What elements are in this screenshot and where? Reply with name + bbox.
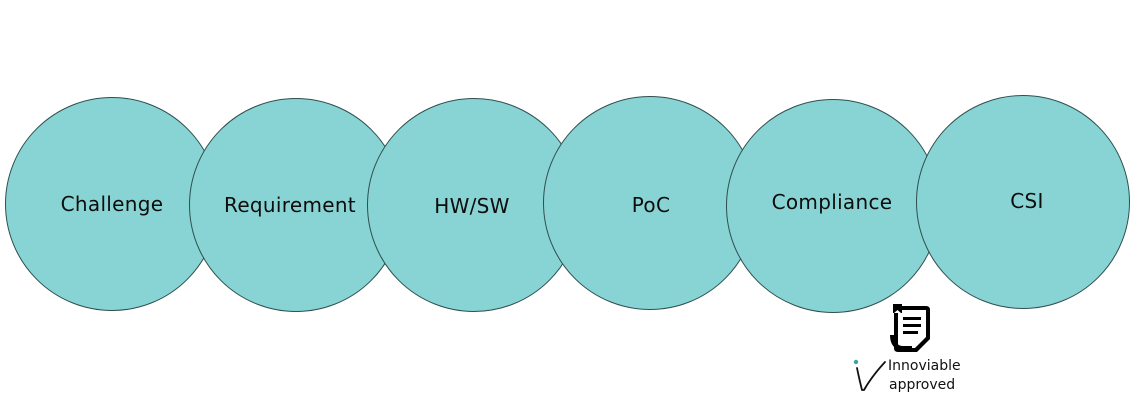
- badge-text: Innoviable approved: [888, 357, 961, 395]
- step-label-hwsw: HW/SW: [434, 194, 510, 218]
- step-label-poc: PoC: [631, 193, 671, 217]
- step-circle-poc: [543, 96, 757, 310]
- step-circle-challenge: [5, 97, 219, 311]
- step-label-compliance: Compliance: [771, 190, 893, 214]
- step-circle-csi: [916, 95, 1130, 309]
- document-icon: [890, 304, 930, 352]
- step-label-requirement: Requirement: [224, 193, 356, 217]
- badge-line-1: Innoviable: [888, 358, 961, 374]
- step-label-csi: CSI: [1010, 189, 1044, 213]
- step-circle-compliance: [726, 99, 940, 313]
- step-label-challenge: Challenge: [60, 192, 164, 216]
- badge-line-2: approved: [889, 377, 956, 393]
- innoviable-logo: [853, 359, 886, 391]
